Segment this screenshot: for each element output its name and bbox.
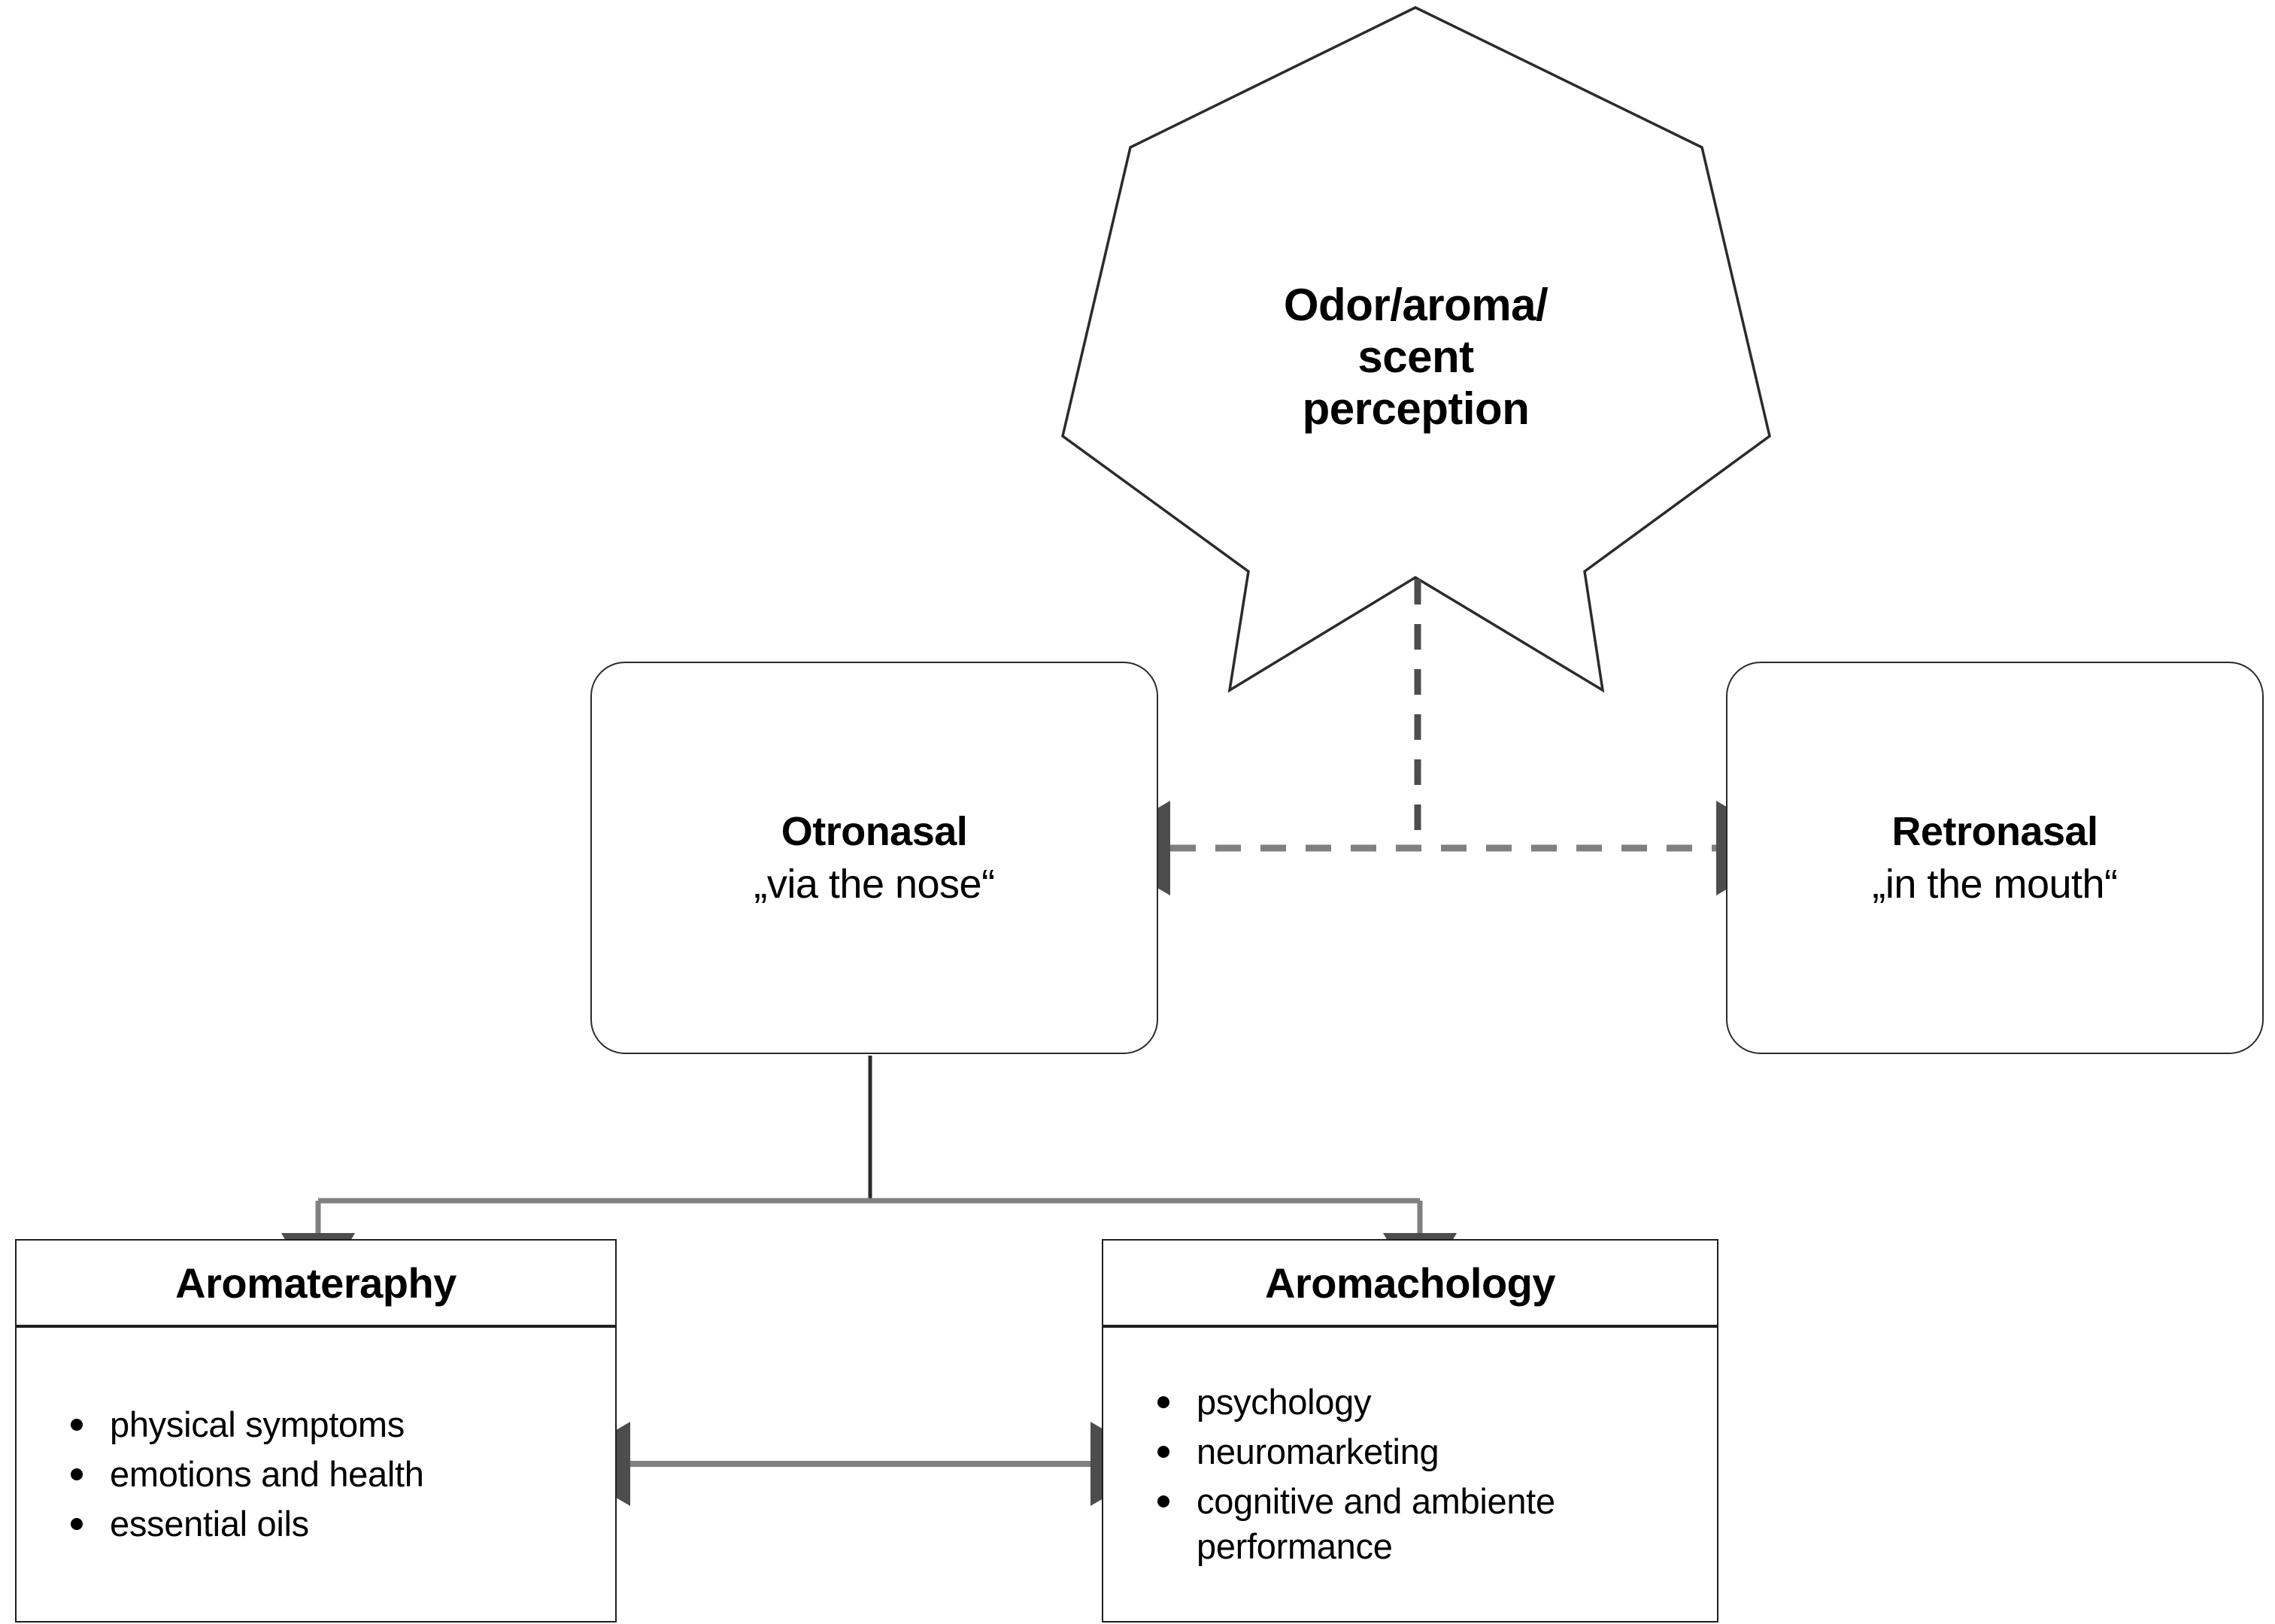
- node-aromatheraphy-header: Aromateraphy: [17, 1241, 615, 1328]
- list-item: psychology: [1157, 1380, 1717, 1425]
- node-aromachology-header: Aromachology: [1103, 1241, 1717, 1328]
- odor-star-line-2: scent: [1357, 331, 1474, 382]
- odor-star-line-1: Odor/aroma/: [1283, 279, 1549, 330]
- odor-star-label: Odor/aroma/ scent perception: [1057, 6, 1775, 690]
- list-item: essential oils: [71, 1501, 615, 1547]
- aromatheraphy-list: physical symptoms emotions and health es…: [30, 1398, 615, 1551]
- node-aromachology: Aromachology psychology neuromarketing c…: [1102, 1239, 1718, 1622]
- node-aromatheraphy-body: physical symptoms emotions and health es…: [17, 1328, 615, 1621]
- node-otronasal-subtitle: „via the nose“: [754, 862, 995, 907]
- list-item: emotions and health: [71, 1452, 615, 1497]
- aromachology-list: psychology neuromarketing cognitive and …: [1117, 1375, 1717, 1574]
- node-retronasal-title: Retronasal: [1891, 808, 2098, 854]
- node-retronasal: Retronasal „in the mouth“: [1726, 662, 2264, 1054]
- list-item: neuromarketing: [1157, 1429, 1717, 1474]
- node-aromatheraphy: Aromateraphy physical symptoms emotions …: [15, 1239, 617, 1622]
- node-otronasal: Otronasal „via the nose“: [590, 662, 1158, 1054]
- odor-star-node: Odor/aroma/ scent perception: [1057, 6, 1775, 690]
- odor-star-outline: [1061, 6, 1771, 693]
- node-aromachology-body: psychology neuromarketing cognitive and …: [1103, 1328, 1717, 1621]
- odor-star-line-3: perception: [1302, 383, 1530, 434]
- node-aromatheraphy-header-label: Aromateraphy: [175, 1259, 457, 1307]
- node-aromachology-header-label: Aromachology: [1264, 1259, 1556, 1307]
- node-retronasal-subtitle: „in the mouth“: [1872, 862, 2118, 907]
- list-item: physical symptoms: [71, 1402, 615, 1447]
- list-item: cognitive and ambiente performance: [1157, 1479, 1717, 1569]
- node-otronasal-title: Otronasal: [781, 808, 968, 854]
